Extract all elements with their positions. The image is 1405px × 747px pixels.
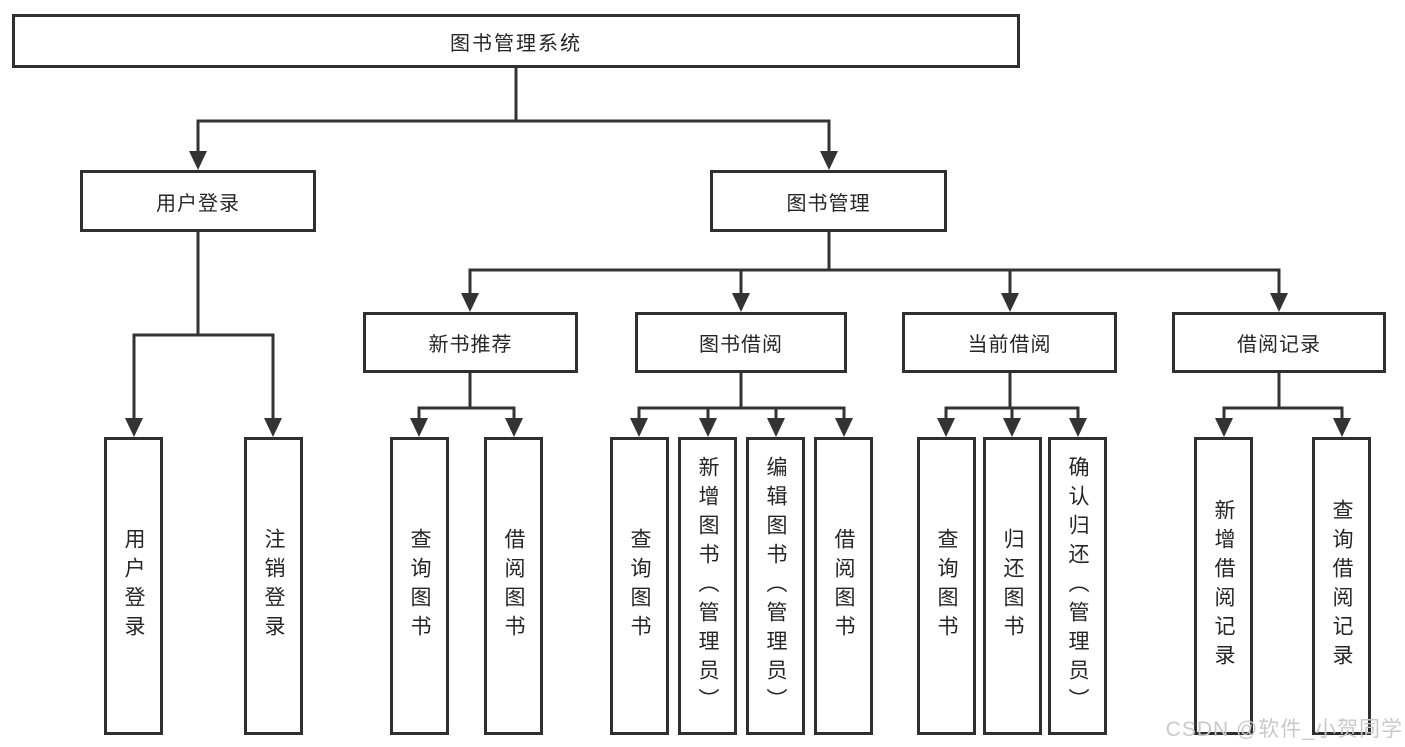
connector-book-management-branch xyxy=(461,232,1288,312)
node-book-borrow: 图书借阅 xyxy=(635,312,847,373)
connector-book-borrow-branch xyxy=(630,373,853,437)
connector-arrow-book-management xyxy=(820,121,838,170)
node-current-borrow-label: 当前借阅 xyxy=(967,334,1052,356)
connector-new-book-recommend-branch xyxy=(410,373,523,437)
connector-arrow-user-login xyxy=(189,121,207,170)
node-leaf-return-books: 归还图书 xyxy=(983,437,1042,735)
node-leaf-query-books-recommend-label: 查询图书 xyxy=(408,528,431,644)
node-leaf-edit-books-admin-label: 编辑图书（管理员） xyxy=(764,455,787,717)
node-leaf-logout: 注销登录 xyxy=(244,437,303,735)
node-leaf-query-books-borrow: 查询图书 xyxy=(610,437,669,735)
connector-user-login-branch xyxy=(125,232,282,437)
node-leaf-return-books-label: 归还图书 xyxy=(1001,528,1024,644)
node-leaf-edit-books-admin: 编辑图书（管理员） xyxy=(746,437,805,735)
node-new-book-recommend: 新书推荐 xyxy=(363,312,578,373)
node-leaf-query-books-recommend: 查询图书 xyxy=(390,437,449,735)
node-leaf-add-books-admin: 新增图书（管理员） xyxy=(678,437,737,735)
node-leaf-query-borrow-record: 查询借阅记录 xyxy=(1312,437,1371,735)
node-book-management-label: 图书管理 xyxy=(786,192,871,215)
node-new-book-recommend-label: 新书推荐 xyxy=(428,334,513,356)
node-leaf-query-books-current: 查询图书 xyxy=(917,437,976,735)
node-book-management: 图书管理 xyxy=(710,170,947,232)
node-user-login-label: 用户登录 xyxy=(156,192,240,215)
node-root: 图书管理系统 xyxy=(12,14,1020,68)
node-root-label: 图书管理系统 xyxy=(450,32,582,55)
node-leaf-borrow-books-label: 借阅图书 xyxy=(832,528,855,644)
node-leaf-query-books-current-label: 查询图书 xyxy=(935,528,958,644)
connector-current-borrow-branch xyxy=(937,373,1087,437)
node-current-borrow: 当前借阅 xyxy=(902,312,1117,373)
node-leaf-borrow-books: 借阅图书 xyxy=(814,437,873,735)
node-leaf-add-borrow-record: 新增借阅记录 xyxy=(1194,437,1253,735)
connector-root-stem xyxy=(196,68,831,123)
node-leaf-borrow-books-recommend: 借阅图书 xyxy=(484,437,543,735)
node-leaf-add-borrow-record-label: 新增借阅记录 xyxy=(1212,499,1235,673)
node-borrow-records: 借阅记录 xyxy=(1172,312,1386,373)
node-leaf-confirm-return-admin-label: 确认归还（管理员） xyxy=(1066,455,1089,717)
node-book-borrow-label: 图书借阅 xyxy=(699,334,783,356)
node-leaf-user-login-label: 用户登录 xyxy=(122,528,145,644)
node-leaf-user-login: 用户登录 xyxy=(104,437,163,735)
node-leaf-add-books-admin-label: 新增图书（管理员） xyxy=(696,455,719,717)
watermark: CSDN @软件_小贺同学 xyxy=(1165,718,1403,741)
node-leaf-logout-label: 注销登录 xyxy=(262,528,285,644)
node-user-login: 用户登录 xyxy=(80,170,316,232)
node-borrow-records-label: 借阅记录 xyxy=(1237,334,1321,356)
connector-borrow-records-branch xyxy=(1215,373,1351,437)
node-leaf-borrow-books-recommend-label: 借阅图书 xyxy=(502,528,525,644)
node-leaf-confirm-return-admin: 确认归还（管理员） xyxy=(1048,437,1107,735)
node-leaf-query-borrow-record-label: 查询借阅记录 xyxy=(1330,499,1353,673)
node-leaf-query-books-borrow-label: 查询图书 xyxy=(628,528,651,644)
